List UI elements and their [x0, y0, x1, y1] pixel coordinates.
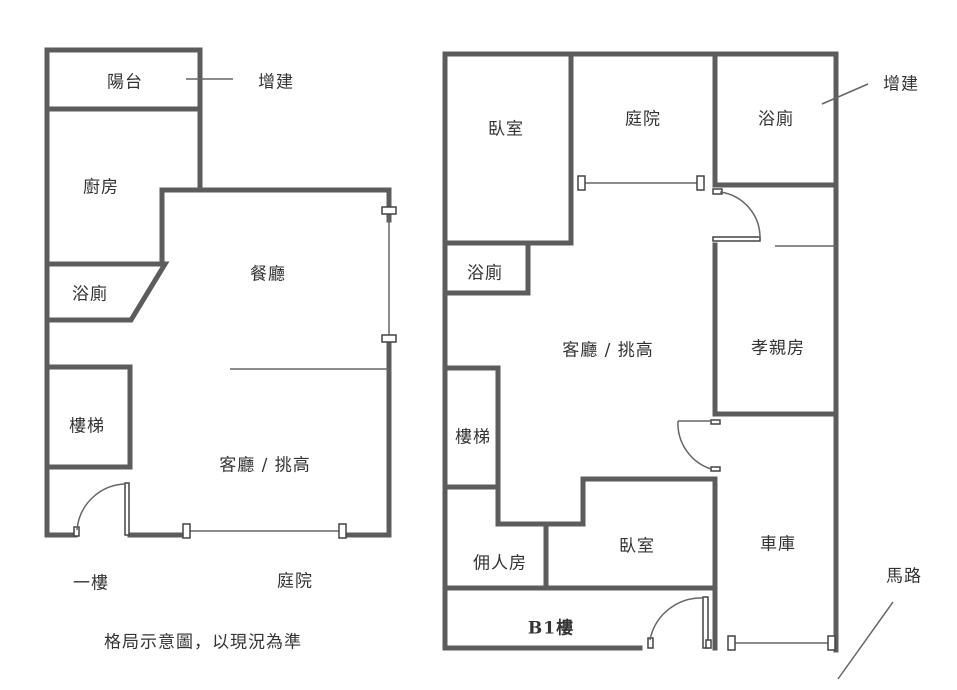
b1-courtyard-label: 庭院 [625, 109, 661, 130]
b1-garage-label: 車庫 [760, 534, 796, 555]
floor1-courtyard-label: 庭院 [277, 571, 313, 592]
b1-title: B1樓 [527, 618, 575, 639]
floor1-extension-label: 增建 [258, 72, 294, 93]
b1-stairs-label: 樓梯 [455, 427, 491, 448]
floor1-stairs-label: 樓梯 [69, 416, 105, 437]
b1-bedroom2-label: 臥室 [619, 536, 655, 557]
b1-bathroom1-label: 浴廁 [467, 263, 503, 284]
b1-parents-room-label: 孝親房 [751, 338, 805, 359]
disclaimer-note: 格局示意圖，以現況為準 [104, 632, 302, 653]
b1-extension-label: 增建 [883, 74, 919, 95]
floor1-title: 一樓 [73, 573, 109, 594]
floor1-living-label: 客廳 / 挑高 [219, 455, 311, 476]
b1-garage-door [677, 419, 721, 472]
road-line [837, 601, 894, 680]
b1-extension-leader [821, 83, 869, 105]
b1-living-label: 客廳 / 挑高 [562, 340, 654, 361]
b1-maid-room-label: 佣人房 [473, 553, 527, 574]
b1-courtyard-window [577, 175, 705, 191]
floor1-entry-door [73, 482, 130, 537]
floor1-window-bottom [182, 523, 347, 539]
floor1-balcony-label: 陽台 [107, 72, 143, 93]
b1-parents-room-door [712, 188, 761, 242]
b1-walls [442, 51, 839, 653]
floor1-bathroom-label: 浴廁 [72, 284, 108, 305]
floor1-kitchen-label: 廚房 [83, 177, 119, 198]
floor1-window-right [381, 206, 397, 343]
b1-bedroom1-label: 臥室 [488, 119, 524, 140]
b1-garage-window [727, 635, 836, 651]
b1-entry-door [647, 596, 712, 649]
b1-bathroom2-label: 浴廁 [758, 109, 794, 130]
floor1-walls [44, 47, 392, 538]
floor1-dining-label: 餐廳 [250, 264, 286, 285]
road-label: 馬路 [886, 566, 922, 587]
